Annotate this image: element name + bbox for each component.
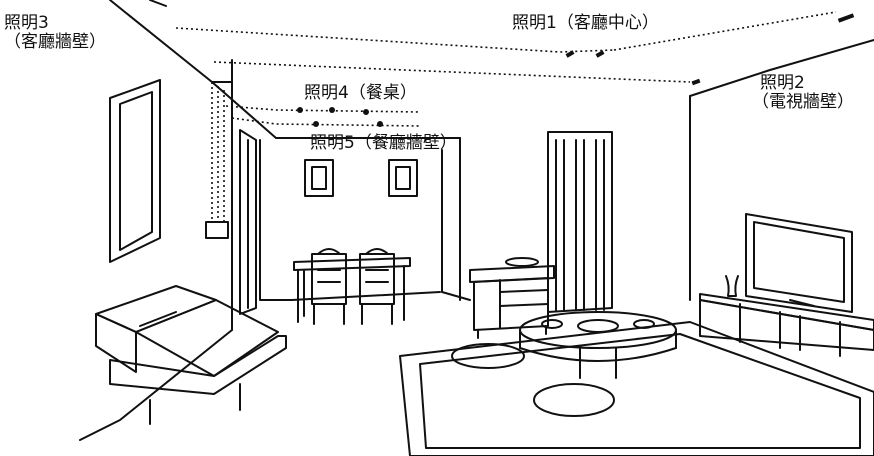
dining-set — [293, 248, 411, 325]
label-light1-text: 照明1（客廳中心） — [512, 13, 659, 33]
wall-cabinet-right — [799, 315, 841, 357]
ceiling-fixture-1b — [595, 50, 605, 58]
ceiling-fixture-2 — [691, 78, 701, 86]
wire-light2 — [213, 61, 691, 83]
label-light1: 照明1（客廳中心） — [512, 14, 659, 33]
tv-cabinet — [699, 293, 874, 351]
wall-picture-right — [388, 159, 418, 197]
ceiling-fixture-5a — [313, 121, 319, 127]
floor-cushion-front — [533, 383, 615, 417]
hallway-door — [239, 129, 257, 315]
label-light2-line2: （電視牆壁） — [752, 92, 854, 112]
rug — [399, 321, 874, 456]
label-light5: 照明5（餐廳牆壁） — [310, 134, 457, 153]
wire-light5 — [231, 117, 421, 127]
ceiling-fixture-top — [837, 13, 855, 23]
label-light2-line1: 照明2 — [760, 73, 805, 93]
label-light4: 照明4（餐桌） — [304, 84, 417, 103]
wire-light1 — [175, 27, 615, 53]
low-table — [519, 311, 677, 379]
label-light4-text: 照明4（餐桌） — [304, 83, 417, 103]
vase — [725, 275, 739, 297]
wire-light4 — [225, 105, 421, 113]
wall-picture-left — [304, 159, 334, 197]
television — [745, 213, 853, 313]
label-light3-line2: （客廳牆壁） — [4, 32, 106, 52]
floor-cushion-left — [451, 343, 525, 369]
label-light5-text: 照明5（餐廳牆壁） — [310, 133, 457, 153]
light-switch — [205, 221, 229, 239]
room-walls — [79, 0, 874, 441]
sofa — [95, 285, 287, 425]
wall-mirror — [109, 79, 161, 263]
ceiling-fixture-4a — [297, 107, 303, 113]
label-light2: 照明2 （電視牆壁） — [752, 73, 854, 112]
label-light3-line1: 照明3 — [4, 13, 49, 33]
folding-door — [547, 131, 613, 313]
label-light3: 照明3 （客廳牆壁） — [4, 14, 106, 52]
chest-of-drawers — [469, 257, 555, 339]
